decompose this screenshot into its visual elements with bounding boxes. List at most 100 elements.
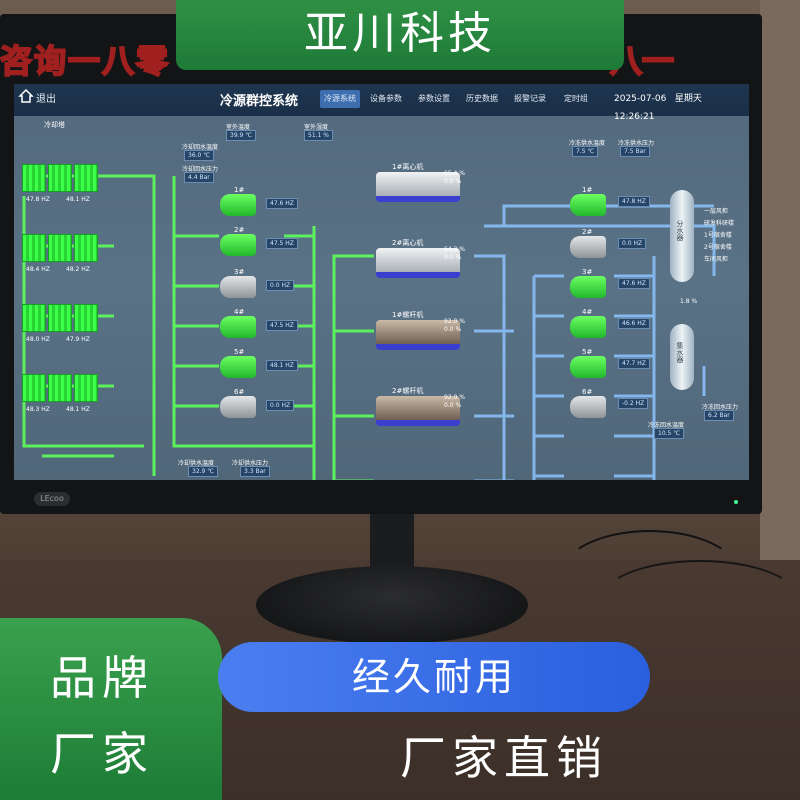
chw-pump-freq: 47.7 HZ <box>618 358 650 369</box>
cooling-tower-fan[interactable] <box>74 164 98 192</box>
chw-return-pressure-label: 冷冻回水压力 <box>702 404 739 411</box>
tower-freq: 48.1 HZ <box>66 406 90 413</box>
tower-freq: 48.4 HZ <box>26 266 50 273</box>
monitor-stand-base <box>256 566 528 644</box>
chw-pump-name: 3# <box>582 268 593 276</box>
cooling-tower-label: 冷却塔 <box>44 121 65 129</box>
chw-pump-freq: 46.6 HZ <box>618 318 650 329</box>
chiller-unit[interactable] <box>376 320 460 350</box>
cooling-tower-fan[interactable] <box>48 234 72 262</box>
cw-pump-icon[interactable] <box>220 194 256 216</box>
chiller-name: 1#螺杆机 <box>392 311 424 319</box>
cooling-tower-fan[interactable] <box>48 304 72 332</box>
cooling-tower-fan[interactable] <box>48 164 72 192</box>
cw-pump-icon[interactable] <box>220 396 256 418</box>
chw-return-temp-label: 冷冻回水温度 <box>648 422 685 429</box>
tab-alarms[interactable]: 报警记录 <box>514 94 546 103</box>
tower-freq: 48.2 HZ <box>66 266 90 273</box>
tab-param-settings[interactable]: 参数设置 <box>418 94 450 103</box>
chiller-unit[interactable] <box>376 172 460 202</box>
chw-pump-icon[interactable] <box>570 194 606 216</box>
cable <box>560 530 740 620</box>
cooling-tower-fan[interactable] <box>74 304 98 332</box>
chiller-extra: 0.0 % <box>444 178 462 185</box>
chw-pump-icon[interactable] <box>570 396 606 418</box>
branch-label: 1号宿舍楼 <box>704 232 732 239</box>
branch-label: 车间风柜 <box>704 256 729 263</box>
cw-return-pressure-value: 4.4 Bar <box>184 172 214 183</box>
cw-pump-freq: 47.5 HZ <box>266 238 298 249</box>
chw-pump-freq: 47.6 HZ <box>618 278 650 289</box>
bypass-valve-value: 1.8 % <box>680 298 698 305</box>
tab-history[interactable]: 历史数据 <box>466 94 498 103</box>
chiller-extra: 0.0 % <box>444 402 462 409</box>
chw-pump-name: 5# <box>582 348 593 356</box>
cw-pump-icon[interactable] <box>220 234 256 256</box>
home-icon[interactable] <box>18 88 34 104</box>
chw-return-pressure-value: 6.2 Bar <box>704 410 734 421</box>
tower-freq: 47.8 HZ <box>26 196 50 203</box>
cw-pump-name: 5# <box>234 348 245 356</box>
cw-return-temp-label: 冷却回水温度 <box>182 144 219 151</box>
tab-equipment-params[interactable]: 设备参数 <box>370 94 402 103</box>
consult-text-left: 咨询一八零 <box>0 41 171 81</box>
chw-pump-icon[interactable] <box>570 356 606 378</box>
chw-pump-icon[interactable] <box>570 316 606 338</box>
tab-cold-source[interactable]: 冷源系统 <box>320 90 360 108</box>
chw-supply-pressure-label: 冷冻供水压力 <box>618 140 655 147</box>
cw-supply-temp-label: 冷却供水温度 <box>178 460 215 467</box>
cw-return-temp-value: 36.0 ℃ <box>184 150 215 161</box>
clock-time: 12:26:21 <box>614 112 655 122</box>
cooling-tower-fan[interactable] <box>74 234 98 262</box>
chw-pump-name: 1# <box>582 186 593 194</box>
chw-return-temp-value: 10.5 ℃ <box>654 428 685 439</box>
chw-pump-icon[interactable] <box>570 236 606 258</box>
cooling-tower-fan[interactable] <box>22 234 46 262</box>
cw-pump-icon[interactable] <box>220 356 256 378</box>
cw-pump-name: 6# <box>234 388 245 396</box>
exit-button[interactable]: 退出 <box>36 94 56 105</box>
monitor: 退出 冷源群控系统 冷源系统 设备参数 参数设置 历史数据 报警记录 定时组 2… <box>0 14 762 514</box>
chw-pump-icon[interactable] <box>570 276 606 298</box>
chiller-name: 2#螺杆机 <box>392 387 424 395</box>
tab-schedule[interactable]: 定时组 <box>564 94 588 103</box>
branch-label: 研发科研楼 <box>704 220 735 227</box>
water-collector-tank: 集水器 <box>670 324 694 390</box>
cw-pump-icon[interactable] <box>220 316 256 338</box>
chiller-unit[interactable] <box>376 396 460 426</box>
cooling-tower-fan[interactable] <box>48 374 72 402</box>
chiller-unit[interactable] <box>376 248 460 278</box>
durable-pill: 经久耐用 <box>218 642 650 712</box>
chiller-name: 1#离心机 <box>392 163 424 171</box>
cooling-tower-fan[interactable] <box>22 374 46 402</box>
water-distributor-label: 分水器 <box>676 220 684 241</box>
company-banner: 亚川科技 <box>176 0 624 70</box>
chiller-name: 2#离心机 <box>392 239 424 247</box>
chiller-load: 65.4 % <box>444 170 465 177</box>
clock-date: 2025-07-06 <box>614 94 667 104</box>
tower-freq: 48.0 HZ <box>26 336 50 343</box>
cw-pump-freq: 48.1 HZ <box>266 360 298 371</box>
hmi-title: 冷源群控系统 <box>220 94 299 109</box>
cw-supply-pressure-value: 3.3 Bar <box>240 466 270 477</box>
chw-pump-freq: -0.2 HZ <box>618 398 649 409</box>
water-distributor-tank: 分水器 <box>670 190 694 282</box>
cooling-tower-fan[interactable] <box>22 304 46 332</box>
hmi-header: 退出 冷源群控系统 冷源系统 设备参数 参数设置 历史数据 报警记录 定时组 2… <box>14 84 749 122</box>
cooling-tower-fan[interactable] <box>22 164 46 192</box>
chw-pump-name: 2# <box>582 228 593 236</box>
monitor-brand-logo: LEcoo <box>34 492 70 506</box>
cable <box>600 560 800 640</box>
cw-pump-icon[interactable] <box>220 276 256 298</box>
cooling-tower-fan[interactable] <box>74 374 98 402</box>
chw-pump-freq: 0.0 HZ <box>618 238 647 249</box>
cw-pump-freq: 0.0 HZ <box>266 280 295 291</box>
clock-weekday: 星期天 <box>674 94 702 104</box>
brand-badge: 品牌 厂家 <box>0 618 222 800</box>
water-collector-label: 集水器 <box>676 342 684 363</box>
branch-label: 一层风柜 <box>704 208 729 215</box>
cw-supply-temp-value: 32.9 ℃ <box>188 466 219 477</box>
direct-sale-text: 厂家直销 <box>400 731 608 785</box>
chw-pump-freq: 47.8 HZ <box>618 196 650 207</box>
cw-pump-name: 2# <box>234 226 245 234</box>
